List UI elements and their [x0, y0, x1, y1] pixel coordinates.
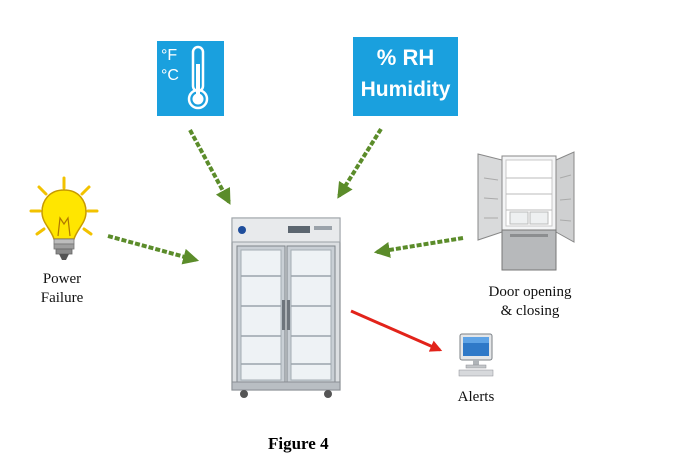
arrow-power	[107, 234, 200, 265]
arrow-door	[373, 236, 464, 258]
power-failure-label: Power Failure	[22, 270, 102, 308]
door-label-line2: & closing	[500, 303, 560, 319]
humidity-label: Humidity	[360, 78, 451, 101]
humidity-tile: % RH Humidity	[353, 37, 458, 116]
door-label-line1: Door opening	[488, 284, 572, 300]
alerts-label: Alerts	[457, 389, 495, 405]
thermometer-icon	[187, 45, 209, 110]
fahrenheit-label: °F	[161, 47, 178, 64]
temperature-tile: °F °C	[157, 41, 224, 116]
door-opening-label: Door opening & closing	[470, 283, 590, 321]
celsius-label: °C	[161, 67, 179, 84]
rh-label: % RH	[376, 45, 435, 70]
figure-caption: Figure 4	[268, 434, 329, 453]
power-label-line2: Failure	[40, 290, 84, 306]
power-label-line1: Power	[42, 271, 82, 287]
laboratory-refrigerator-icon	[231, 217, 341, 398]
computer-monitor-icon	[458, 333, 494, 377]
open-refrigerator-icon	[477, 151, 575, 271]
arrow-temperature	[188, 129, 231, 205]
arrow-humidity	[337, 127, 383, 199]
arrow-alert	[350, 309, 443, 352]
lightbulb-icon	[29, 176, 99, 260]
